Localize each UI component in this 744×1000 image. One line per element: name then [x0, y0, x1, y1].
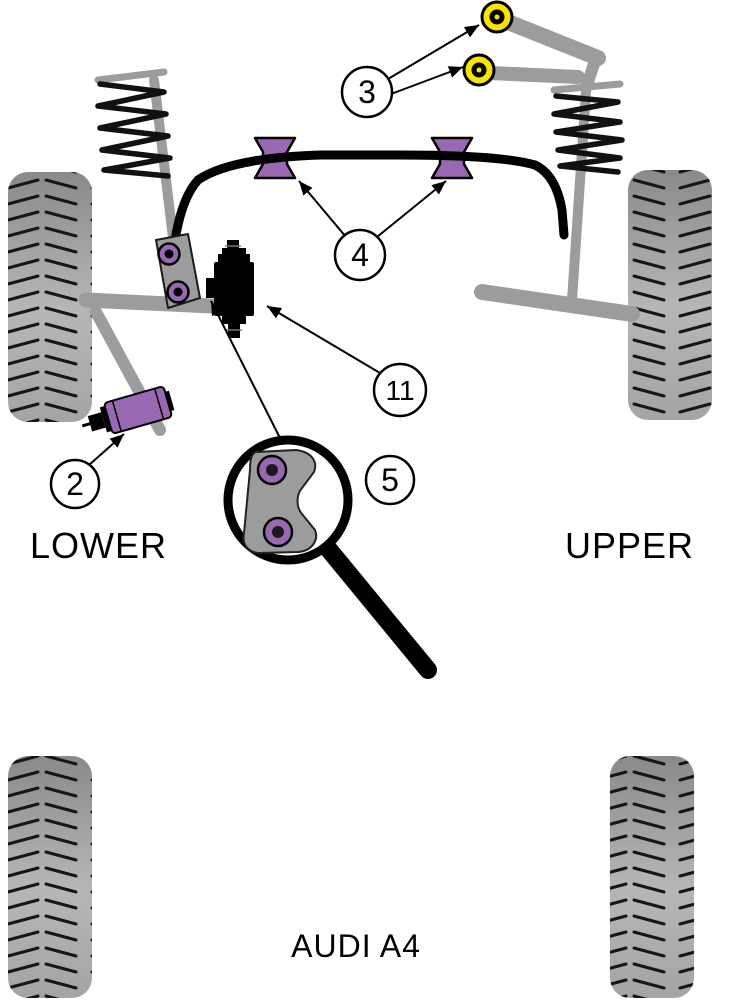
top-mount-2	[462, 53, 496, 87]
engine-mount	[206, 240, 254, 338]
callout-11-circle	[372, 362, 428, 418]
washer-right	[165, 390, 175, 412]
left-lower-arm	[78, 292, 220, 314]
right-upper-arm	[474, 284, 640, 322]
tire-front-right	[628, 170, 712, 420]
label-lower: LOWER	[30, 525, 167, 566]
arrow-2-to-bush	[88, 433, 125, 466]
top-mount-link-1	[500, 14, 606, 66]
callouts: 3 4 2 11 5	[49, 65, 428, 510]
anti-roll-bar	[165, 150, 569, 303]
callout-11-label: 11	[385, 375, 414, 406]
left-spring-cap	[94, 68, 168, 84]
top-mount-2-dot	[476, 67, 482, 73]
callout-4-circle	[333, 228, 387, 282]
magnifier	[223, 435, 437, 679]
front-arm-bush-assembly	[81, 386, 175, 434]
callout-2-circle	[49, 458, 101, 510]
arrow-4-to-left-bush	[298, 180, 347, 238]
callout-5-label: 5	[381, 462, 399, 498]
arrow-4-to-right-bush	[376, 180, 447, 238]
top-mount-link-3	[580, 52, 602, 94]
arrow-3-to-mount1	[387, 24, 480, 80]
arrow-3-to-mount2	[390, 66, 464, 95]
top-mount-1-dot	[494, 14, 500, 20]
bracket-bush-top-center	[164, 249, 174, 259]
tire-rear-right	[610, 756, 694, 998]
magnifier-handle	[317, 537, 437, 679]
coil-spring-left	[95, 81, 173, 179]
callout-arrows	[88, 24, 480, 466]
rear-arm-bush-bottom-center	[272, 526, 284, 538]
callout-2-label: 2	[66, 466, 84, 502]
washer-left	[99, 406, 112, 433]
callout-4-label: 4	[351, 237, 369, 273]
top-mount-1	[480, 0, 514, 34]
bolt-head	[87, 412, 106, 432]
callout-3-circle	[340, 65, 394, 119]
callout-3-label: 3	[358, 74, 376, 110]
arrow-11-to-mount	[266, 305, 381, 374]
label-model: AUDI A4	[291, 928, 421, 964]
right-strut	[567, 87, 591, 305]
magnifier-source-arrow	[210, 300, 284, 445]
tire-rear-left	[8, 756, 92, 998]
arb-end-bracket	[155, 233, 201, 309]
label-upper: UPPER	[565, 525, 694, 566]
top-mount-link-2	[483, 66, 585, 84]
rear-arm-bush-top-center	[266, 464, 278, 476]
bracket-bush-bottom-center	[173, 287, 183, 297]
coil-spring-right	[551, 93, 625, 175]
callout-5-circle	[364, 454, 416, 506]
tire-front-left	[8, 172, 92, 422]
